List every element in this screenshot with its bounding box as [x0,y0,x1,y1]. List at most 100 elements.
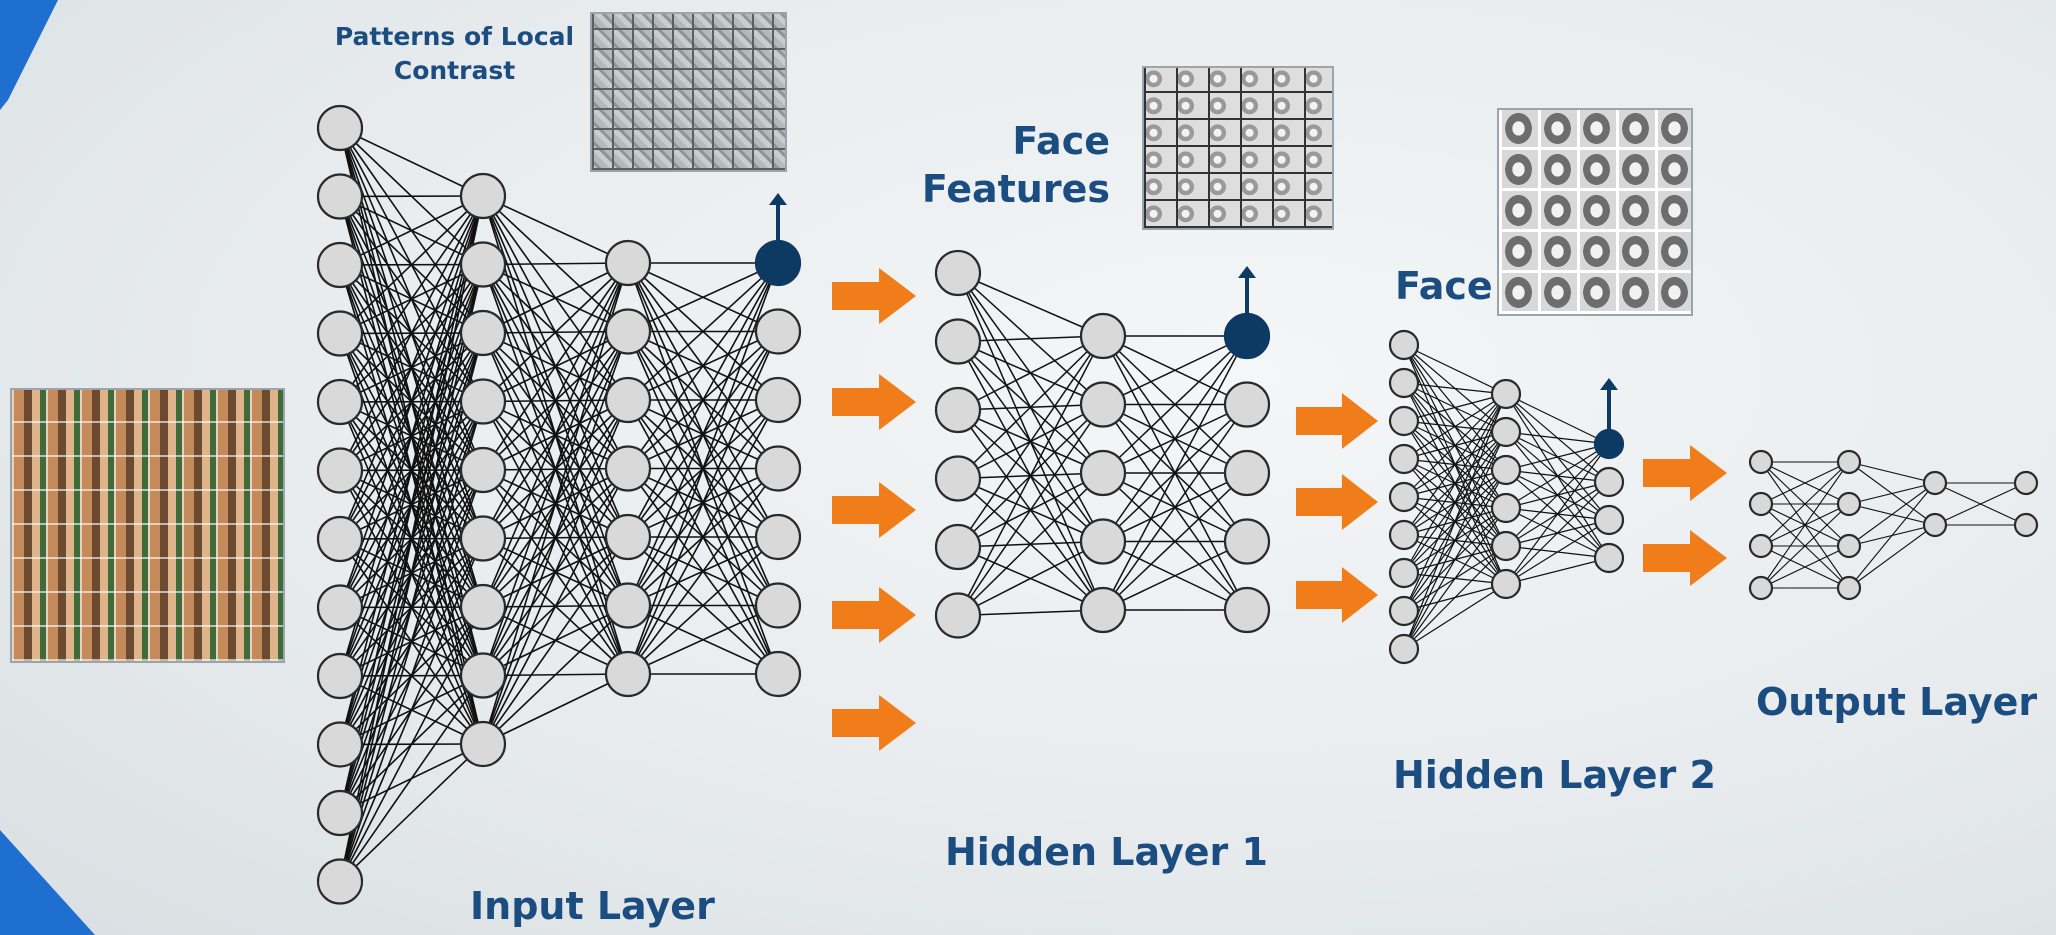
hidden2-network-node [1490,378,1522,410]
input-network-node [604,650,652,698]
input-network-edge [627,262,779,606]
edge-filter-grid-image [590,12,787,172]
input-network-edge [627,262,779,675]
hidden2-network-node [1388,595,1420,627]
input-network-highlight-node [754,239,802,287]
input-network-node [604,513,652,561]
input-network-node [754,376,802,424]
input-network-node [316,173,364,220]
input-network-node [754,582,802,629]
face-features-label: Face Features [900,117,1110,213]
output-network-node [2013,470,2039,496]
hidden2-network-edge [1403,545,1507,650]
hidden2-network-edge [1403,393,1507,650]
hidden1-network-edge [957,335,1104,343]
hidden1-network-node [1079,518,1127,565]
input-network-edge [627,262,779,538]
output-network-node [1748,449,1774,475]
input-network-edge [339,195,484,266]
input-network-edge [339,538,484,882]
hidden2-network-node [1388,633,1420,665]
hidden2-network-node [1388,519,1420,551]
hidden1-network-node [1223,518,1271,565]
hidden2-network-node [1388,405,1420,437]
input-network-node [316,310,364,357]
hidden1-network-node [934,455,982,502]
hidden2-network-node [1388,557,1420,589]
hidden2-network-edge [1505,431,1610,445]
input-network-edge [339,264,484,882]
input-network-node [459,378,507,425]
hidden2-network-edge [1403,393,1507,574]
input-network-edge [339,195,484,540]
input-network-node [316,104,364,152]
patterns-label-line-1: Patterns of Local [334,22,575,51]
input-network-edge [482,604,629,745]
output-network-node [1836,449,1862,475]
hidden1-network-node [1223,449,1271,497]
hidden2-network-edge [1505,519,1610,585]
face-sketch-grid-image [1497,108,1693,316]
hidden2-network-node [1388,367,1420,399]
input-network-edge [339,195,484,608]
input-network-node [316,584,364,631]
input-network-edge [482,195,629,264]
input-network-edge [482,262,629,266]
hidden1-network-node [934,592,982,639]
input-network-node [459,446,507,494]
hidden2-network-edge [1403,393,1507,422]
hidden1-network-edge [1102,335,1248,611]
input-network-edge [482,468,629,745]
hidden1-network-edge [957,335,1104,411]
hidden1-network-edge [957,540,1104,617]
face-features-label-line-1: Face [1012,119,1110,163]
output-network-edge [1760,545,1850,589]
hidden1-network-edge [957,335,1104,616]
hidden2-network-edge [1403,393,1507,498]
hidden2-network-edge [1505,443,1610,471]
input-network-edge [627,331,779,675]
output-network-edge [1848,524,1936,589]
orange-arrow-icon [832,268,916,324]
hidden1-network-highlight-node [1223,312,1271,360]
hidden1-network-edge [957,404,1104,616]
input-network-node [604,239,652,287]
output-network-edge [1848,482,1936,589]
hidden1-network-edge [1102,404,1248,611]
input-network-node [316,721,364,768]
hidden1-network-up-arrow-icon [1238,266,1256,278]
hidden2-network-node [1490,416,1522,448]
input-network-edge [339,127,484,197]
output-network-edge [1760,503,1850,589]
patterns-label-line-2: Contrast [393,56,516,85]
hidden2-network-node [1593,542,1625,574]
orange-arrow-icon [832,587,916,643]
output-network-node [1836,491,1862,517]
output-layer-label: Output Layer [1756,680,2038,724]
input-network-node [459,172,507,220]
hidden2-network-node [1388,329,1420,361]
hidden2-network-edge [1403,431,1507,650]
input-network-node [459,241,507,288]
hidden2-network-node [1388,481,1420,513]
input-network-edge [339,195,484,335]
hidden1-network-node [1079,312,1127,360]
input-network-edge [627,536,779,675]
hidden2-network-node [1490,492,1522,524]
input-network-node [459,720,507,768]
orange-arrow-icon [832,374,916,430]
input-network-edge [627,262,779,401]
input-network-edge [339,469,484,882]
output-network-edge [1760,461,1850,589]
hidden2-network-node [1490,454,1522,486]
hidden1-network-node [934,523,982,571]
hidden1-network-node [1079,449,1127,497]
input-network-edge [482,262,629,745]
patterns-label: Patterns of Local Contrast [322,20,587,88]
input-network-edge [482,399,629,745]
input-network-edge [339,195,484,403]
input-network-node [604,308,652,355]
output-network-node [1922,512,1948,538]
input-network-edge [339,195,484,882]
